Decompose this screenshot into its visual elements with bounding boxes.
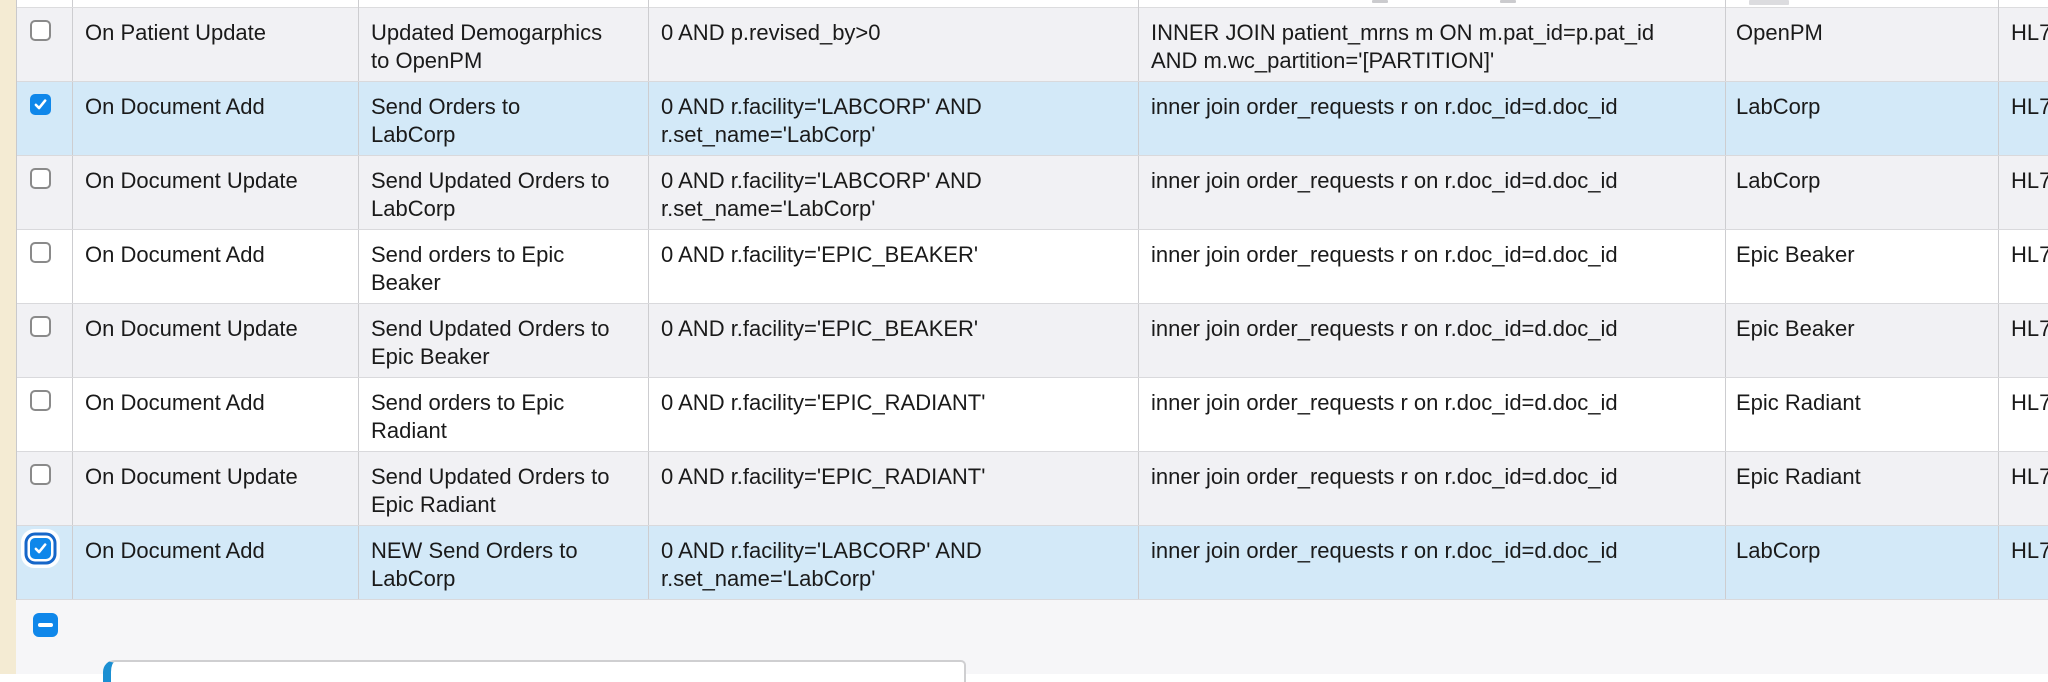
join-cell: inner join order_requests r on r.doc_id=… (1139, 304, 1726, 377)
table-row[interactable]: On Document Add Send orders to Epic Radi… (17, 378, 2048, 452)
condition-cell: 0 AND r.facility='EPIC_BEAKER' (649, 230, 1139, 303)
protocol-cell: HL7 (2011, 94, 2048, 119)
select-cell (17, 378, 73, 451)
partial-cell (1726, 0, 1999, 11)
select-cell (17, 304, 73, 377)
left-gutter (0, 0, 16, 674)
table-row[interactable]: On Document Update Send Updated Orders t… (17, 452, 2048, 526)
condition-cell: 0 AND p.revised_by>0 (649, 8, 1139, 81)
select-cell (17, 8, 73, 81)
row-checkbox[interactable] (30, 168, 51, 189)
description-cell: Send Updated Orders to LabCorp (359, 156, 649, 229)
detail-panel (103, 660, 966, 682)
select-cell (17, 526, 73, 599)
condition-cell: 0 AND r.facility='LABCORP' AND r.set_nam… (649, 82, 1139, 155)
event-cell: On Document Update (73, 156, 359, 229)
join-cell: inner join order_requests r on r.doc_id=… (1139, 82, 1726, 155)
protocol-cell: HL7 (2011, 464, 2048, 489)
condition-cell: 0 AND r.facility='LABCORP' AND r.set_nam… (649, 156, 1139, 229)
target-cell: Epic Beaker (1726, 304, 1999, 377)
description-cell: Send Updated Orders to Epic Beaker (359, 304, 649, 377)
description-cell: Updated Demogarphics to OpenPM (359, 8, 649, 81)
checkmark-icon (34, 99, 47, 110)
select-cell (17, 156, 73, 229)
table-row[interactable]: On Document Add Send Orders to LabCorp 0… (17, 82, 2048, 156)
partial-cell (1139, 0, 1726, 11)
select-cell (17, 452, 73, 525)
row-checkbox[interactable] (30, 464, 51, 485)
row-checkbox[interactable] (30, 538, 51, 559)
row-checkbox[interactable] (30, 20, 51, 41)
description-cell: Send Orders to LabCorp (359, 82, 649, 155)
table-row-partial (17, 0, 2048, 11)
condition-cell: 0 AND r.facility='EPIC_BEAKER' (649, 304, 1139, 377)
join-cell: inner join order_requests r on r.doc_id=… (1139, 156, 1726, 229)
event-cell: On Document Add (73, 526, 359, 599)
target-cell: Epic Radiant (1726, 452, 1999, 525)
event-cell: On Document Add (73, 82, 359, 155)
rules-table: On Patient Update Updated Demogarphics t… (16, 0, 2048, 600)
row-checkbox[interactable] (30, 94, 51, 115)
table-row[interactable]: On Patient Update Updated Demogarphics t… (17, 8, 2048, 82)
target-cell: LabCorp (1726, 156, 1999, 229)
partial-cell (359, 0, 649, 11)
table-row[interactable]: On Document Update Send Updated Orders t… (17, 156, 2048, 230)
target-cell: OpenPM (1726, 8, 1999, 81)
join-cell: inner join order_requests r on r.doc_id=… (1139, 526, 1726, 599)
description-cell: Send Updated Orders to Epic Radiant (359, 452, 649, 525)
event-cell: On Document Update (73, 304, 359, 377)
condition-cell: 0 AND r.facility='EPIC_RADIANT' (649, 452, 1139, 525)
protocol-cell: HL7 (2011, 316, 2048, 341)
description-cell: Send orders to Epic Beaker (359, 230, 649, 303)
table-row[interactable]: On Document Add NEW Send Orders to LabCo… (17, 526, 2048, 600)
protocol-cell: HL7 (2011, 390, 2048, 415)
row-checkbox[interactable] (30, 390, 51, 411)
protocol-cell: HL7 (2011, 168, 2048, 193)
table-row[interactable]: On Document Add Send orders to Epic Beak… (17, 230, 2048, 304)
text-remnant (1749, 0, 1789, 5)
target-cell: Epic Radiant (1726, 378, 1999, 451)
partial-cell (649, 0, 1139, 11)
event-cell: On Patient Update (73, 8, 359, 81)
partial-cell (73, 0, 359, 11)
condition-cell: 0 AND r.facility='EPIC_RADIANT' (649, 378, 1139, 451)
join-cell: inner join order_requests r on r.doc_id=… (1139, 378, 1726, 451)
target-cell: LabCorp (1726, 82, 1999, 155)
protocol-cell: HL7 (2011, 20, 2048, 45)
condition-cell: 0 AND r.facility='LABCORP' AND r.set_nam… (649, 526, 1139, 599)
join-cell: inner join order_requests r on r.doc_id=… (1139, 230, 1726, 303)
text-remnant (1372, 0, 1388, 3)
event-cell: On Document Add (73, 230, 359, 303)
join-cell: inner join order_requests r on r.doc_id=… (1139, 452, 1726, 525)
description-cell: Send orders to Epic Radiant (359, 378, 649, 451)
row-checkbox[interactable] (30, 316, 51, 337)
rules-table-grid: On Patient Update Updated Demogarphics t… (17, 0, 2048, 600)
row-checkbox[interactable] (30, 242, 51, 263)
partial-cell (17, 0, 73, 7)
text-remnant (1500, 0, 1516, 3)
description-cell: NEW Send Orders to LabCorp (359, 526, 649, 599)
protocol-cell: HL7 (2011, 538, 2048, 563)
event-cell: On Document Add (73, 378, 359, 451)
table-row[interactable]: On Document Update Send Updated Orders t… (17, 304, 2048, 378)
select-cell (17, 230, 73, 303)
protocol-cell: HL7 (2011, 242, 2048, 267)
target-cell: Epic Beaker (1726, 230, 1999, 303)
join-cell: INNER JOIN patient_mrns m ON m.pat_id=p.… (1139, 8, 1726, 81)
select-cell (17, 82, 73, 155)
target-cell: LabCorp (1726, 526, 1999, 599)
minus-icon (38, 623, 53, 627)
checkmark-icon (34, 543, 47, 554)
remove-row-button[interactable] (33, 613, 58, 637)
event-cell: On Document Update (73, 452, 359, 525)
